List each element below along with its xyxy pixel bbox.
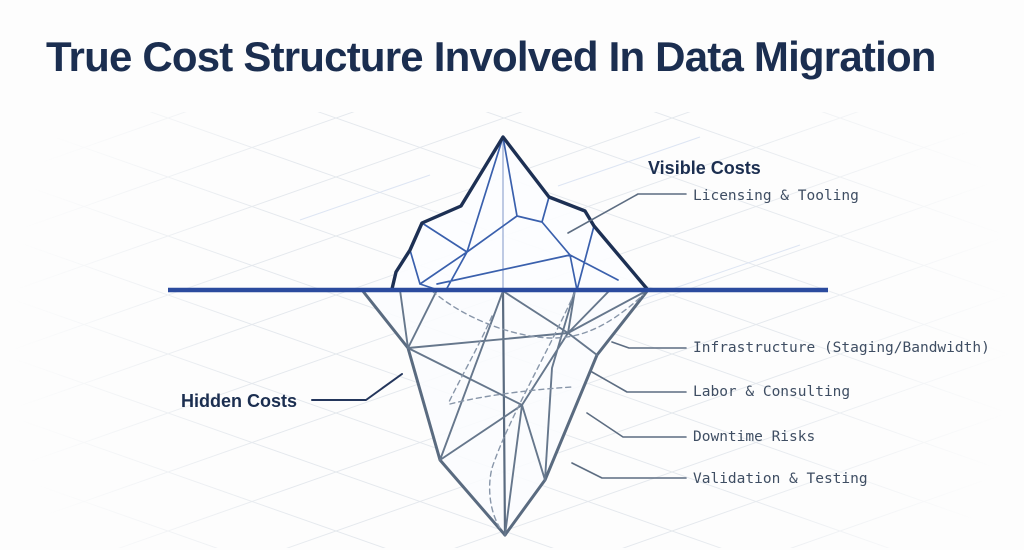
iceberg-underwater-wireframe	[360, 288, 650, 537]
page-title: True Cost Structure Involved In Data Mig…	[46, 33, 936, 80]
connector-licensing	[567, 193, 687, 234]
iceberg-above-water	[390, 135, 650, 292]
callout-connectors	[311, 193, 687, 479]
label-downtime-risks: Downtime Risks	[693, 429, 816, 445]
visible-costs-heading: Visible Costs	[648, 158, 761, 178]
label-infrastructure: Infrastructure (Staging/Bandwidth)	[693, 340, 990, 356]
connector-validation	[571, 462, 687, 479]
hidden-costs-heading: Hidden Costs	[181, 391, 298, 411]
connector-downtime	[586, 412, 687, 438]
label-labor-consulting: Labor & Consulting	[693, 384, 851, 400]
connector-labor	[591, 371, 687, 393]
label-licensing-tooling: Licensing & Tooling	[693, 188, 859, 204]
connector-hidden-costs	[311, 373, 403, 401]
connector-infrastructure	[611, 341, 687, 349]
label-validation-testing: Validation & Testing	[693, 471, 868, 487]
